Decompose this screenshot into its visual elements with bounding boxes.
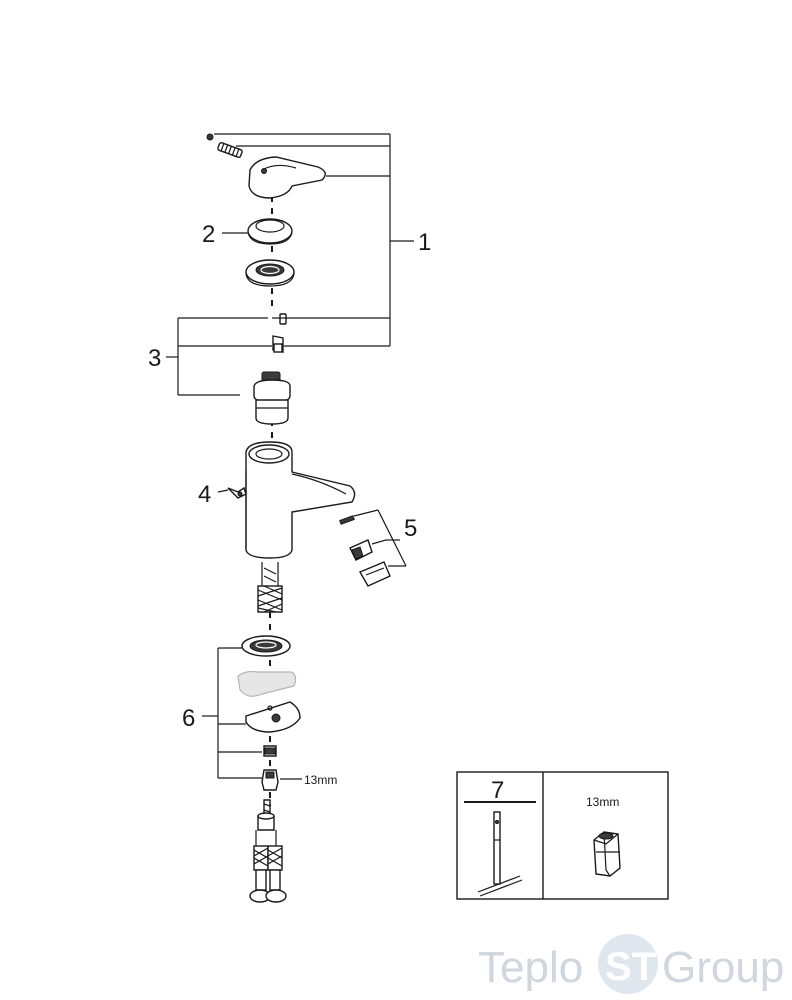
watermark-suffix: Group — [662, 943, 784, 992]
basin-mixer-body-part — [245, 441, 356, 559]
callout-7: 7 — [491, 777, 504, 804]
watermark-badge — [598, 934, 658, 994]
supply-hose-upper — [257, 562, 283, 613]
watermark-badge-text: ST — [605, 945, 656, 989]
callout-2: 2 — [202, 221, 215, 248]
callout-4: 4 — [198, 481, 211, 508]
wrench-size-label: 13mm — [304, 773, 337, 787]
cartridge-part — [253, 313, 291, 425]
hex-socket-icon — [593, 831, 621, 877]
callout-5: 5 — [404, 515, 417, 542]
callout-leader-lines — [166, 133, 414, 780]
callout-3: 3 — [148, 345, 161, 372]
callout-6: 6 — [182, 705, 195, 732]
teplost-watermark-logo: Teplo ST Group — [478, 934, 784, 994]
cartridge-nut-part — [245, 259, 295, 287]
set-screw-part — [227, 486, 247, 499]
tool-size-label: 13mm — [586, 795, 619, 809]
mounting-kit-part — [237, 635, 301, 791]
tool-box: 7 13mm — [456, 771, 669, 900]
aerator-parts — [339, 515, 391, 587]
cap-ring-part — [247, 218, 293, 245]
callout-1: 1 — [418, 229, 431, 256]
lever-handle-part — [206, 133, 326, 199]
supply-hose-lower — [249, 799, 287, 903]
assembly-tool-icon — [477, 811, 523, 897]
watermark-prefix: Teplo — [478, 943, 583, 992]
